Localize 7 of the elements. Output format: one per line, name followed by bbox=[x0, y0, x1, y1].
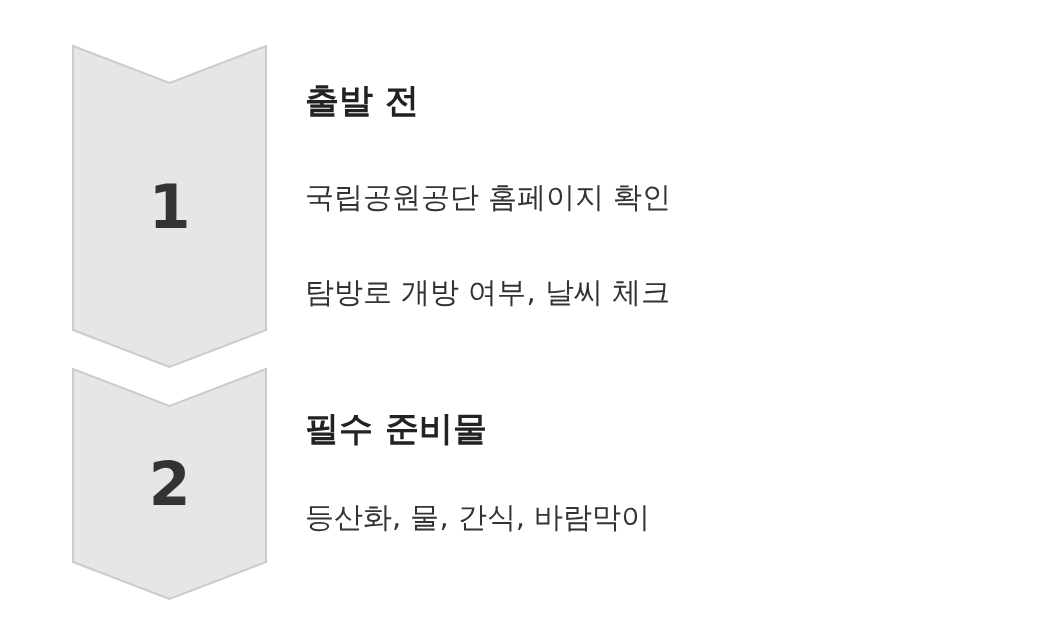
step-heading: 필수 준비물 bbox=[305, 408, 487, 449]
step-number: 2 bbox=[148, 454, 191, 514]
step-description: 탐방로 개방 여부, 날씨 체크 bbox=[305, 275, 671, 310]
step-number: 1 bbox=[148, 176, 191, 237]
step-description: 국립공원공단 홈페이지 확인 bbox=[305, 180, 672, 215]
step-heading: 출발 전 bbox=[305, 80, 419, 121]
step-description: 등산화, 물, 간식, 바람막이 bbox=[305, 500, 651, 535]
